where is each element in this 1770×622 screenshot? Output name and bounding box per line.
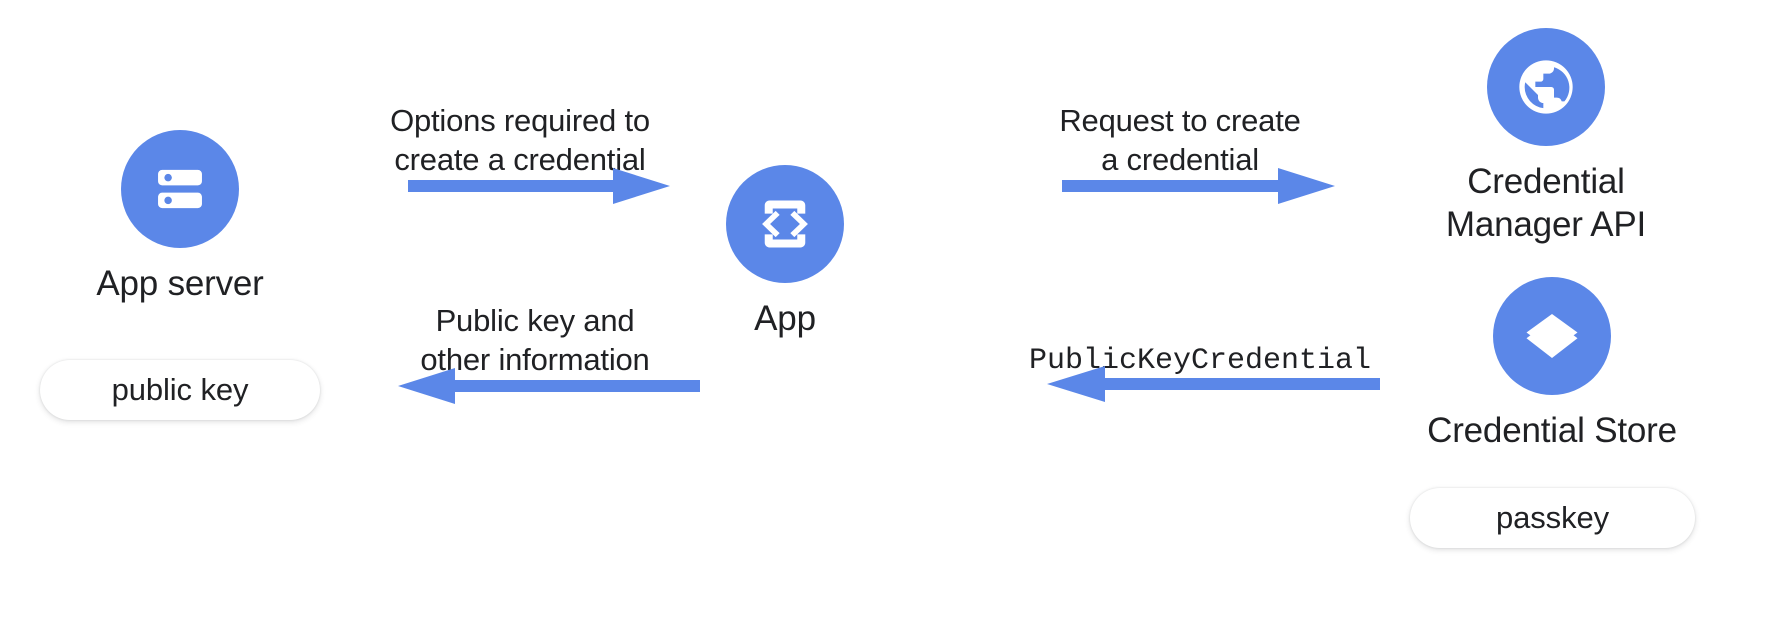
chip-passkey: passkey <box>1410 488 1695 548</box>
chip-public-key: public key <box>40 360 320 420</box>
arrow-right-glyph <box>408 168 670 204</box>
arrow-caption-app-to-cm-api: Request to create a credential <box>1059 103 1301 177</box>
app-code-device-icon <box>726 165 844 283</box>
node-label-app: App <box>754 299 816 338</box>
arrow-store-to-app: PublicKeyCredential <box>1000 288 1400 403</box>
chip-passkey-label: passkey <box>1495 500 1610 535</box>
arrow-left-glyph <box>1047 366 1380 402</box>
chip-public-key-label: public key <box>111 372 249 407</box>
server-icon <box>121 130 239 248</box>
arrow-right-glyph <box>1062 168 1335 204</box>
node-label-app-server: App server <box>96 264 264 303</box>
arrow-app-to-server: Public key and other information <box>360 290 710 405</box>
node-label-credential-manager-api: Credential Manager API <box>1445 162 1647 244</box>
arrow-app-to-cm-api: Request to create a credential <box>1000 90 1360 205</box>
node-app-server: App server <box>96 130 264 305</box>
arrow-caption-app-to-server: Public key and other information <box>420 303 650 377</box>
node-label-credential-store: Credential Store <box>1427 411 1677 450</box>
arrow-caption-server-to-app: Options required to create a credential <box>390 103 650 177</box>
arrow-left-glyph <box>398 368 700 404</box>
node-app: App <box>725 165 845 340</box>
globe-public-icon <box>1487 28 1605 146</box>
node-credential-store: Credential Store <box>1427 277 1677 452</box>
arrow-server-to-app: Options required to create a credential <box>360 90 680 205</box>
node-credential-manager-api: Credential Manager API <box>1446 28 1646 246</box>
layers-icon <box>1493 277 1611 395</box>
